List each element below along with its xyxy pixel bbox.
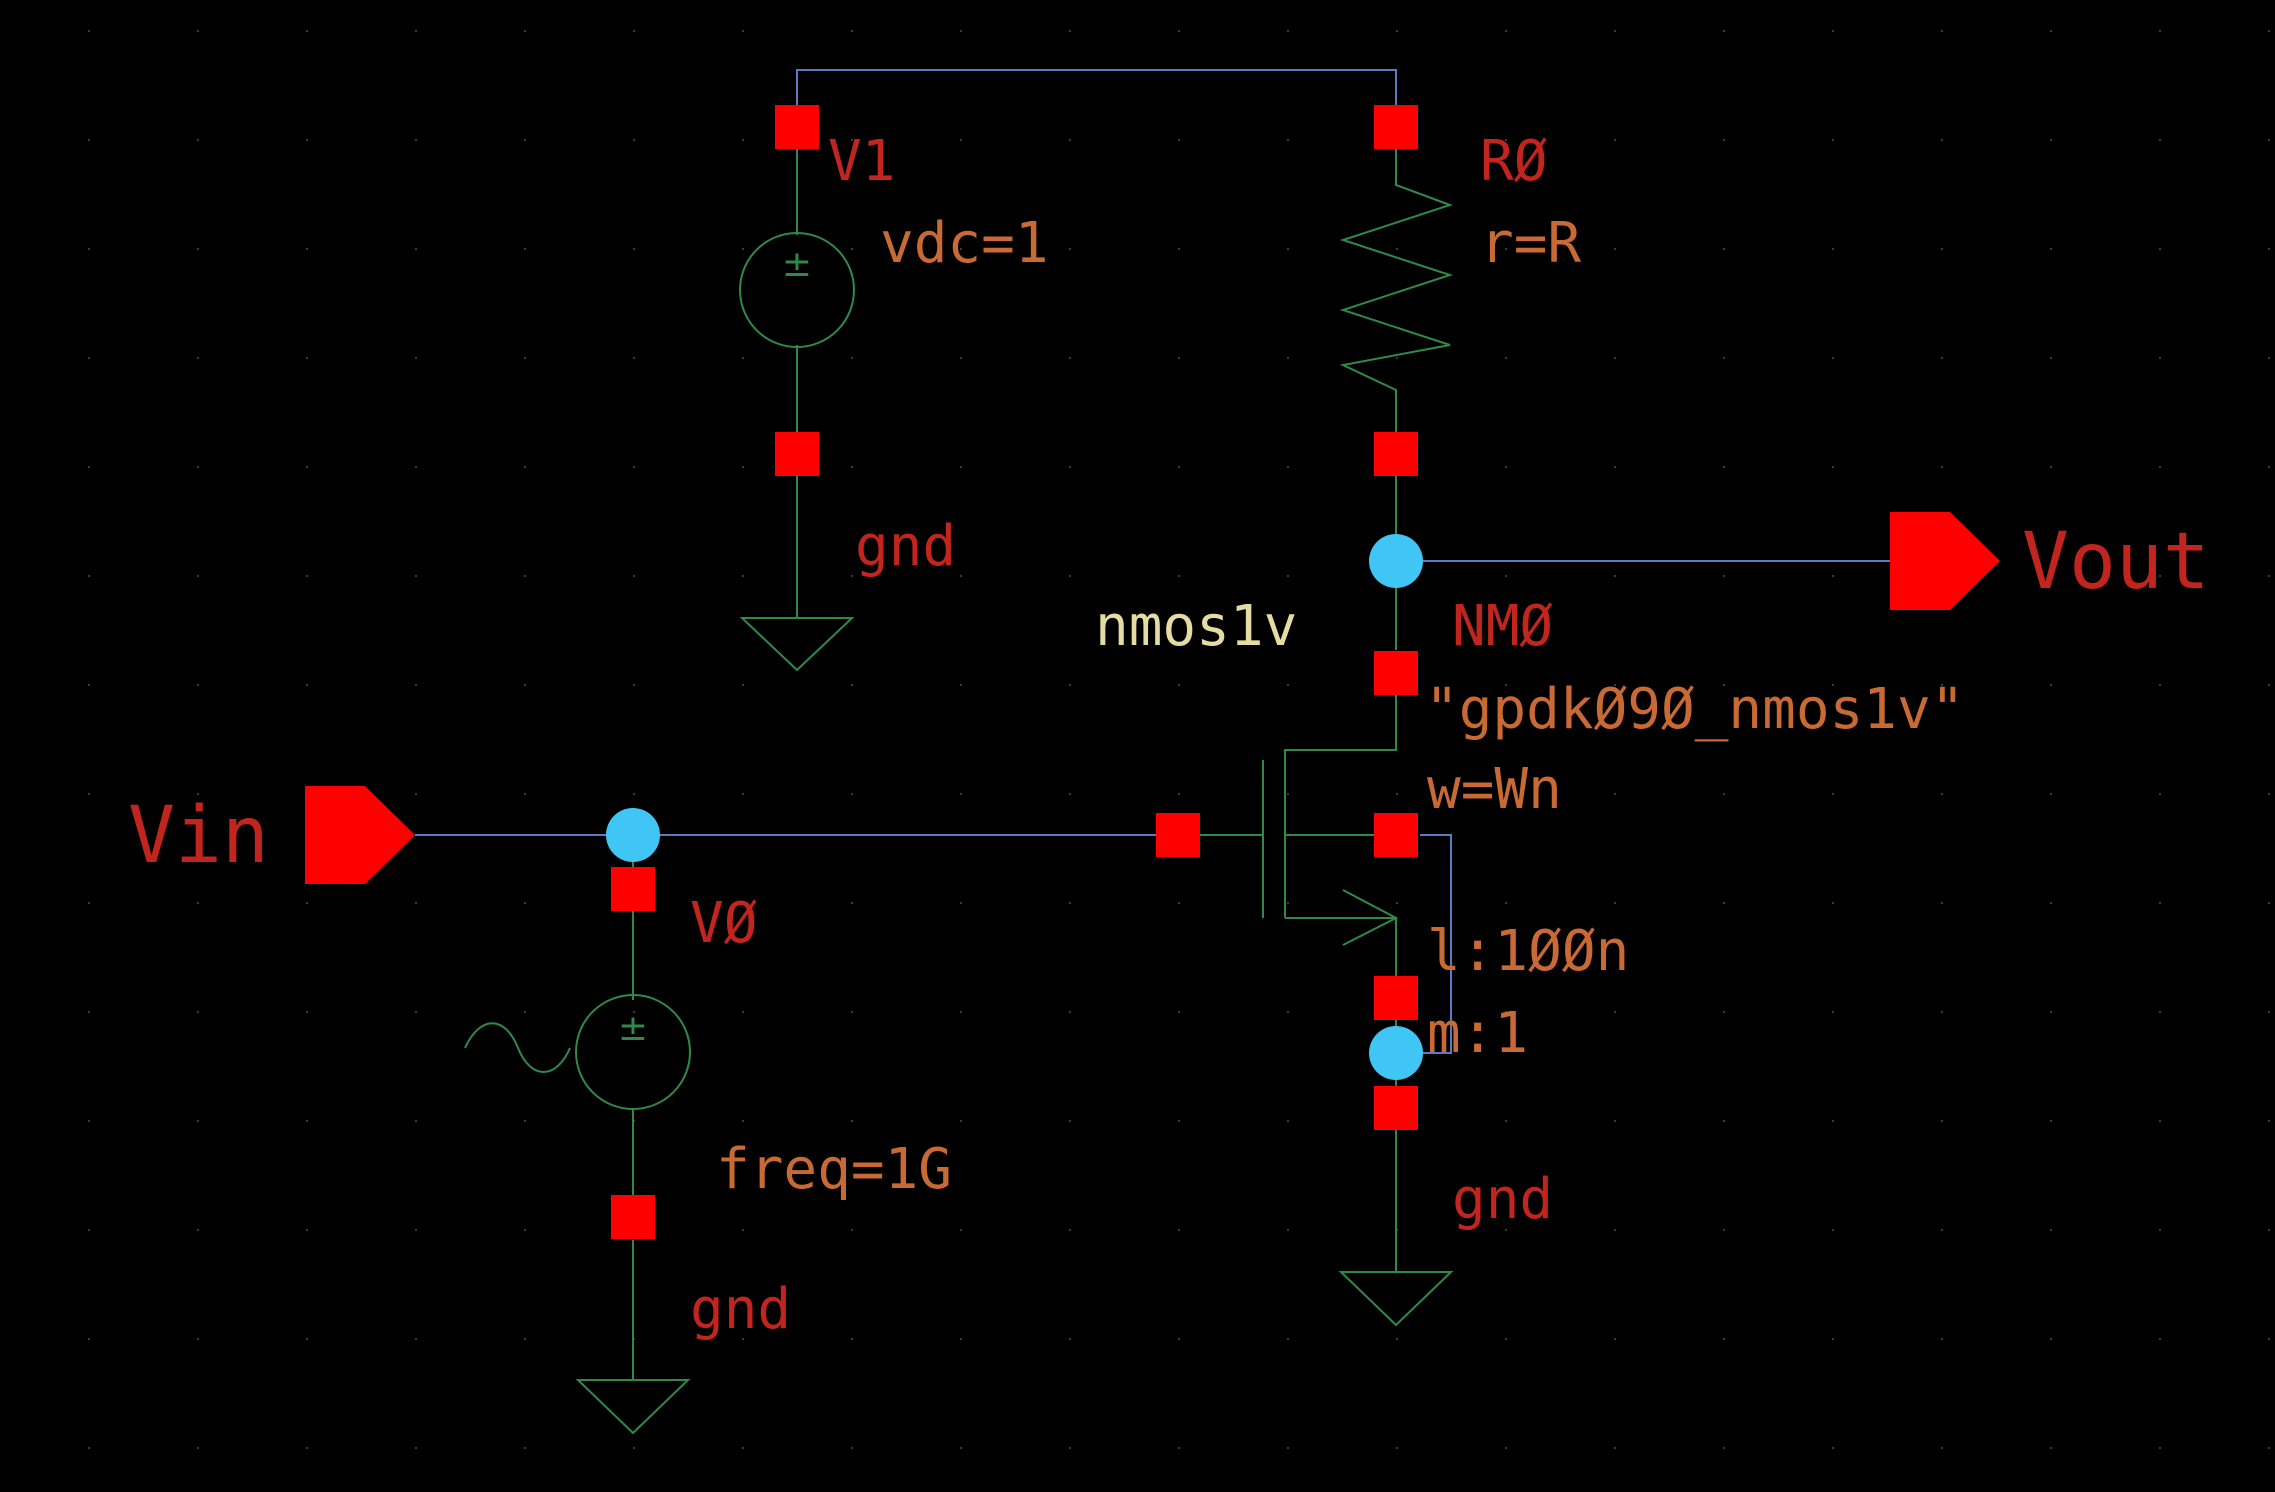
r0-pin-bottom[interactable] <box>1374 432 1418 476</box>
svg-text:±: ± <box>618 1008 648 1049</box>
nm0-w-label: w=Wn <box>1427 757 1562 822</box>
io-pin-icon <box>1890 512 2000 610</box>
pin-vout[interactable]: Vout <box>1890 512 2210 610</box>
ground-icon <box>1338 1271 1454 1327</box>
pin-vin-label: Vin <box>128 791 269 881</box>
grid-dots <box>88 30 2270 1449</box>
v0-ac-source[interactable]: ± VØ freq=1G gnd <box>464 835 952 1435</box>
pin-vout-label: Vout <box>2022 517 2210 607</box>
r0-pin-top[interactable] <box>1374 105 1418 149</box>
v0-name-label: VØ <box>690 891 757 956</box>
v0-pin-plus[interactable] <box>611 867 655 911</box>
node-vout[interactable] <box>1369 534 1423 588</box>
node-vin[interactable] <box>606 808 660 862</box>
v1-gnd-label: gnd <box>855 514 956 579</box>
nm0-model-label: "gpdkØ9Ø_nmos1v" <box>1425 677 1964 742</box>
nm0-cell-label: nmos1v <box>1095 594 1297 659</box>
pin-vin[interactable]: Vin <box>128 786 415 884</box>
r0-param-label: r=R <box>1480 211 1581 276</box>
v0-param-label: freq=1G <box>716 1137 952 1202</box>
r0-resistor[interactable]: RØ r=R <box>1339 105 1581 476</box>
nm0-name-label: NMØ <box>1452 594 1553 659</box>
nm0-m-label: m:1 <box>1427 1001 1528 1066</box>
ground-icon <box>739 617 855 672</box>
v1-dc-source[interactable]: ± V1 vdc=1 gnd <box>739 105 1049 672</box>
wires <box>415 69 1890 1054</box>
gnd-pin[interactable] <box>1374 1086 1418 1130</box>
nm0-l-label: l:1ØØn <box>1427 919 1629 984</box>
nm0-pin-gate[interactable] <box>1156 813 1200 857</box>
nm0-nmos[interactable]: nmos1v NMØ "gpdkØ9Ø_nmos1v" w=Wn l:1ØØn … <box>1095 594 1964 1327</box>
v0-gnd-label: gnd <box>690 1277 791 1342</box>
ground-icon <box>575 1379 691 1435</box>
v1-param-label: vdc=1 <box>880 211 1049 276</box>
node-source-bulk[interactable] <box>1369 1026 1423 1080</box>
v0-pin-minus[interactable] <box>611 1195 655 1239</box>
nm0-pin-source[interactable] <box>1374 976 1418 1020</box>
nm0-pin-bulk[interactable] <box>1374 813 1418 857</box>
v1-pin-minus[interactable] <box>775 432 819 476</box>
r0-name-label: RØ <box>1480 129 1547 194</box>
svg-text:±: ± <box>782 244 812 285</box>
v1-pin-plus[interactable] <box>775 105 819 149</box>
v1-name-label: V1 <box>828 129 895 194</box>
resistor-icon <box>1339 140 1454 440</box>
sine-icon <box>464 1022 571 1073</box>
nm0-gnd-label: gnd <box>1452 1167 1553 1232</box>
wire-bulk[interactable] <box>1396 834 1452 1054</box>
nmos-transistor-icon <box>1200 695 1399 990</box>
nm0-pin-drain[interactable] <box>1374 651 1418 695</box>
io-pin-icon <box>305 786 415 884</box>
wire-vdd[interactable] <box>796 69 1397 127</box>
